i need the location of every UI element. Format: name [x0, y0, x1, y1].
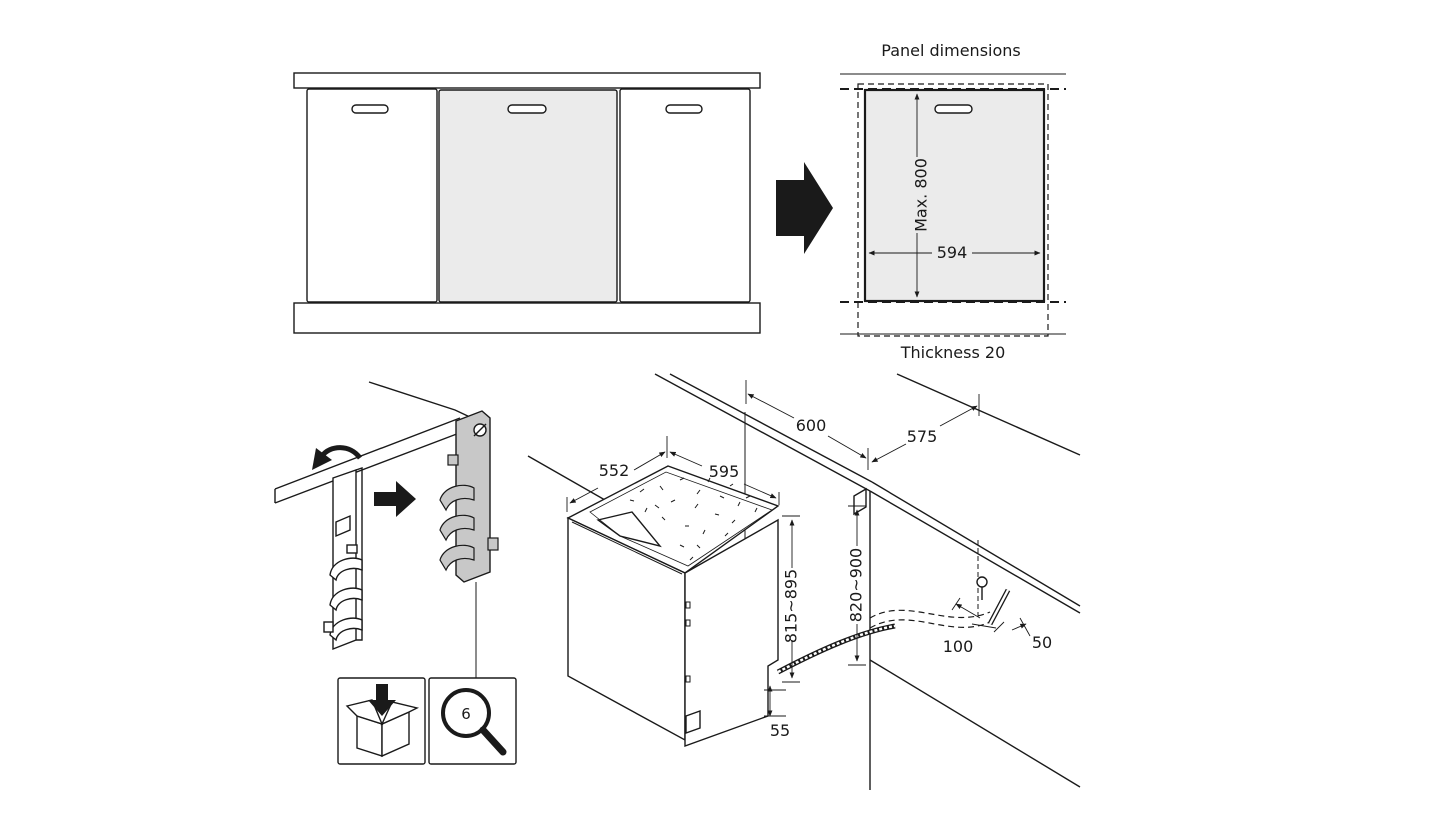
panel-width-label: 594	[937, 243, 968, 262]
box-down-arrow-icon	[337, 677, 426, 765]
appliance-height-label: 815~895	[782, 569, 801, 643]
cabinet-door-right	[619, 88, 751, 303]
hose-offset-label: 100	[943, 637, 974, 656]
new-bracket	[439, 410, 499, 583]
appliance-depth-label: 552	[599, 461, 630, 480]
rotate-arrow-icon	[319, 445, 363, 460]
panel-height-label: Max. 800	[912, 158, 931, 232]
plinth-label: 55	[770, 721, 790, 740]
magnifier-icon: 6	[428, 677, 517, 765]
panel-dimensions-drawing: Panel dimensions Max. 800 594 Thickness …	[840, 41, 1066, 362]
dishwasher-appliance: 552 595 815~895 820~900 55 100 50	[566, 436, 1052, 747]
appliance-width-label: 595	[709, 462, 740, 481]
panel-thickness-label: Thickness 20	[900, 343, 1006, 362]
right-arrow-icon	[776, 162, 833, 254]
outlet-offset-label: 50	[1032, 633, 1052, 652]
niche-height-label: 820~900	[847, 548, 866, 622]
panel-dimensions-title: Panel dimensions	[881, 41, 1020, 60]
cabinet-row	[293, 72, 761, 334]
dishwasher-panel-door	[438, 89, 618, 303]
old-bracket	[323, 467, 363, 651]
reference-page-number: 6	[461, 705, 471, 723]
bracket-arrow-icon	[374, 481, 416, 517]
niche-depth-label: 575	[907, 427, 938, 446]
niche-width-label: 600	[796, 416, 827, 435]
installation-niche: 600 575	[527, 373, 1081, 790]
bracket-detail: 6	[274, 381, 517, 765]
cabinet-door-left	[306, 88, 438, 303]
